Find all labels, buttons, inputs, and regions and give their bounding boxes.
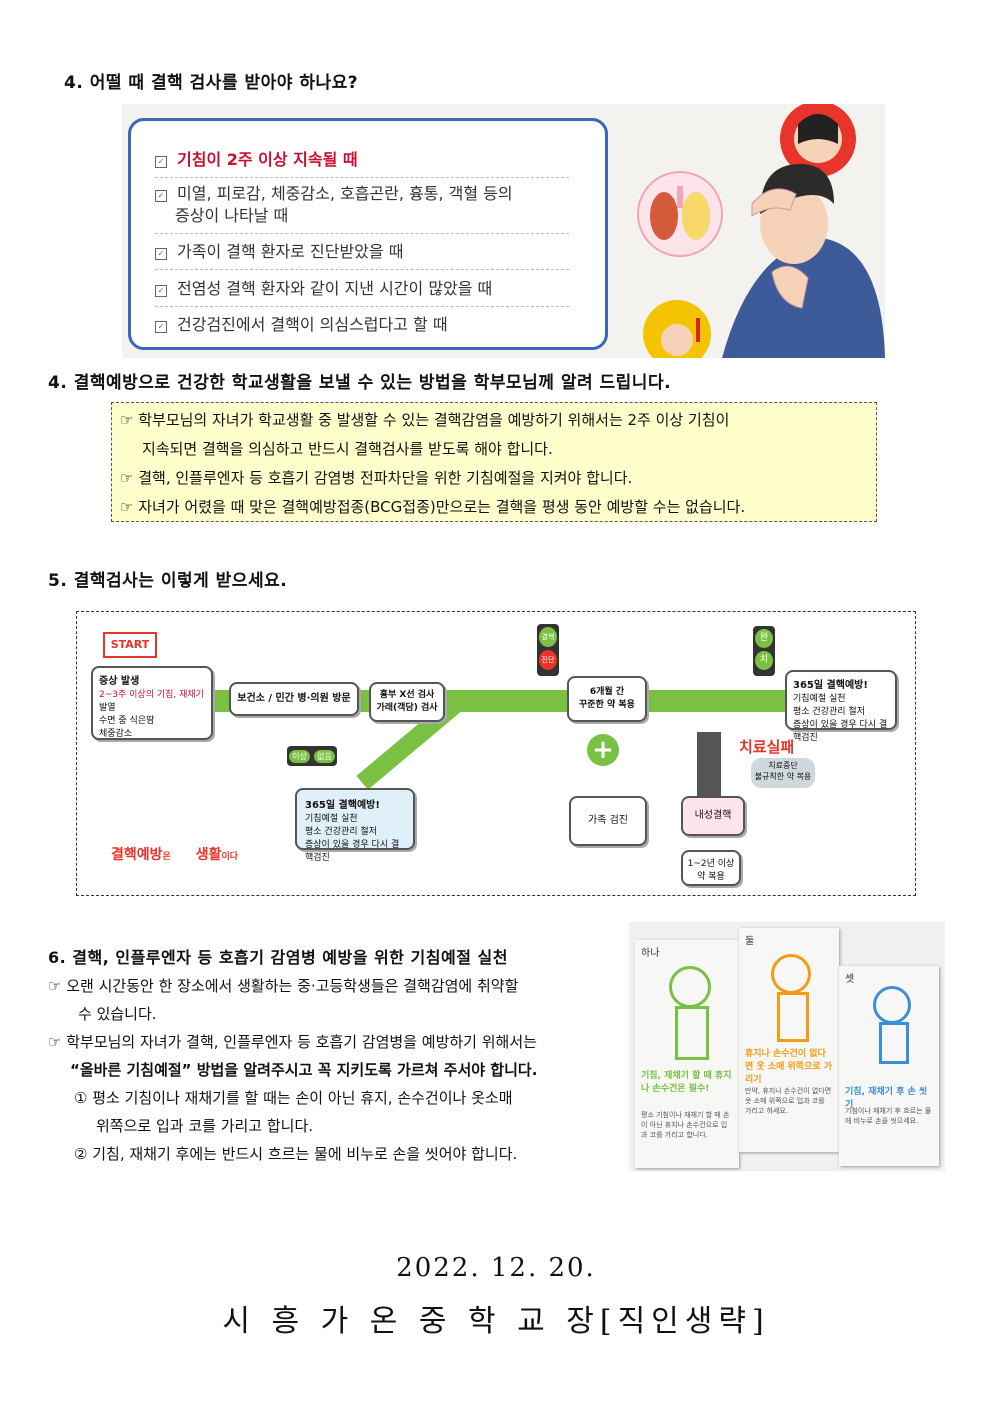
checkbox-icon: ✓ bbox=[155, 190, 167, 202]
start-sign: START bbox=[103, 632, 157, 658]
notice-line: ☞ 자녀가 어렸을 때 맞은 결핵예방접종(BCG접종)만으로는 결핵을 평생 … bbox=[120, 498, 746, 516]
pointing-hand-icon: ☞ bbox=[48, 977, 62, 995]
treatment-fail-label: 치료실패 bbox=[739, 738, 795, 756]
checklist-item: ✓건강검진에서 결핵이 의심스럽다고 할 때 bbox=[155, 314, 569, 342]
traffic-light: 완 치 bbox=[753, 626, 775, 676]
section6-text: 6. 결핵, 인플루엔자 등 호흡기 감염병 예방을 위한 기침예절 실천 ☞ … bbox=[48, 944, 633, 1168]
plus-icon: + bbox=[587, 734, 619, 766]
resistant-tb-box: 내성결핵 bbox=[681, 796, 745, 836]
symptom-box: 증상 발생 2~3주 이상의 기침, 재채기 발열 수면 중 식은땀 체중감소 bbox=[91, 666, 213, 740]
symptom-checklist: ✓기침이 2주 이상 지속될 때 ✓미열, 피로감, 체중감소, 호흡곤란, 흉… bbox=[128, 118, 608, 350]
section6-title: 6. 결핵, 인플루엔자 등 호흡기 감염병 예방을 위한 기침예절 실천 bbox=[48, 948, 508, 967]
checkbox-icon: ✓ bbox=[155, 248, 167, 260]
slogan: 결핵예방은 생활이다 bbox=[111, 847, 239, 863]
sick-man-illustration bbox=[637, 104, 885, 358]
notice-line: 지속되면 결핵을 의심하고 반드시 결핵검사를 받도록 해야 합니다. bbox=[142, 440, 553, 458]
pointing-hand-icon: ☞ bbox=[120, 411, 134, 429]
principal-signature: 시 흥 가 온 중 학 교 장[직인생략] bbox=[222, 1304, 770, 1339]
checkbox-icon: ✓ bbox=[155, 321, 167, 333]
treatment-box: 6개월 간 꾸준한 약 복용 bbox=[567, 676, 647, 722]
section4b-title: 4. 결핵예방으로 건강한 학교생활을 보낼 수 있는 방법을 학부모님께 알려… bbox=[48, 373, 672, 393]
pointing-hand-icon: ☞ bbox=[120, 498, 134, 516]
pointing-hand-icon: ☞ bbox=[48, 1033, 62, 1051]
etiquette-card: 하나 기침, 재채기 할 때 휴지나 손수건은 필수! 평소 기침이나 재채기 … bbox=[635, 940, 739, 1168]
pointing-hand-icon: ☞ bbox=[120, 469, 134, 487]
checklist-item: ✓기침이 2주 이상 지속될 때 bbox=[155, 149, 569, 178]
traffic-light: 결핵 진단 bbox=[537, 624, 559, 676]
traffic-light: 이상 없음 bbox=[287, 746, 337, 766]
long-treatment-box: 1~2년 이상 약 복용 bbox=[681, 850, 741, 886]
notice-line: ☞ 결핵, 인플루엔자 등 호흡기 감염병 전파차단을 위한 기침예절을 지켜야… bbox=[120, 469, 633, 487]
xray-test-box: 흉부 X선 검사 가래(객담) 검사 bbox=[369, 682, 445, 722]
tb-symptoms-illustration: ✓기침이 2주 이상 지속될 때 ✓미열, 피로감, 체중감소, 호흡곤란, 흉… bbox=[122, 104, 885, 358]
etiquette-card: 둘 휴지나 손수건이 없다면 옷 소매 위쪽으로 가리기 만약, 휴지나 손수건… bbox=[739, 928, 839, 1152]
section5-title: 5. 결핵검사는 이렇게 받으세요. bbox=[48, 571, 288, 591]
checklist-item: ✓가족이 결핵 환자로 진단받았을 때 bbox=[155, 241, 569, 270]
clinic-visit-box: 보건소 / 민간 병·의원 방문 bbox=[229, 682, 359, 716]
checklist-item: ✓전염성 결핵 환자와 같이 지낸 시간이 많았을 때 bbox=[155, 278, 569, 307]
prevention-box: 365일 결핵예방! 기침예절 실천 평소 건강관리 철저 증상이 있을 경우 … bbox=[785, 670, 897, 743]
etiquette-card: 셋 기침, 재채기 후 손 씻기 기침이나 재채기 후 흐르는 물에 비누로 손… bbox=[839, 966, 939, 1166]
document-date: 2022. 12. 20. bbox=[396, 1253, 596, 1283]
fail-reason: 치료중단 불규칙한 약 복용 bbox=[751, 758, 815, 788]
person-icon bbox=[873, 986, 911, 1024]
checkbox-icon: ✓ bbox=[155, 156, 167, 168]
flow-road bbox=[697, 732, 721, 802]
prevention-notice-box: ☞ 학부모님의 자녀가 학교생활 중 발생할 수 있는 결핵감염을 예방하기 위… bbox=[111, 402, 877, 522]
cough-etiquette-illustration: 하나 기침, 재채기 할 때 휴지나 손수건은 필수! 평소 기침이나 재채기 … bbox=[629, 922, 945, 1171]
prevention-box: 365일 결핵예방! 기침예절 실천 평소 건강관리 철저 증상이 있을 경우 … bbox=[295, 788, 415, 863]
family-test-box: 가족 검진 bbox=[569, 796, 647, 846]
flow-road bbox=[207, 690, 847, 712]
checklist-item-cont: 증상이 나타날 때 bbox=[155, 205, 569, 234]
notice-line: ☞ 학부모님의 자녀가 학교생활 중 발생할 수 있는 결핵감염을 예방하기 위… bbox=[120, 411, 730, 429]
checklist-item: ✓미열, 피로감, 체중감소, 호흡곤란, 흉통, 객혈 등의 bbox=[155, 183, 569, 211]
tb-test-flowchart: START 증상 발생 2~3주 이상의 기침, 재채기 발열 수면 중 식은땀… bbox=[76, 611, 916, 896]
person-icon bbox=[669, 966, 711, 1008]
checkbox-icon: ✓ bbox=[155, 285, 167, 297]
person-icon bbox=[771, 954, 811, 994]
section4a-title: 4. 어떨 때 결핵 검사를 받아야 하나요? bbox=[64, 73, 359, 93]
